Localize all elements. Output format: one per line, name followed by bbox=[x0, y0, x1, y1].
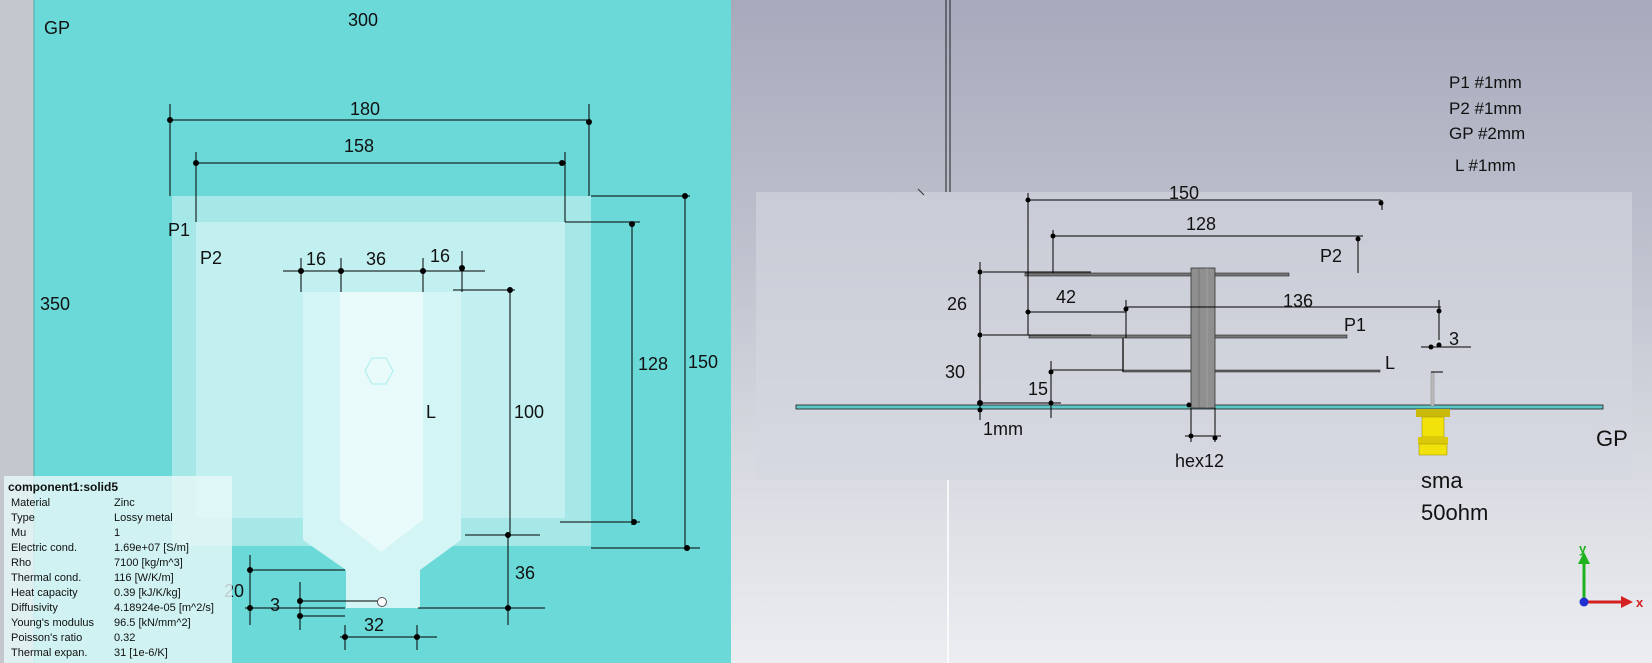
side-dim-26: 26 bbox=[947, 294, 967, 314]
axis-triad: y x bbox=[1578, 541, 1644, 610]
property-row: Rho 7100 [kg/m^3] bbox=[4, 556, 232, 571]
property-value: 1 bbox=[114, 527, 121, 539]
side-view-drawing: P1 #1mm P2 #1mm GP #2mm L #1mm P2 P1 L G… bbox=[756, 0, 1644, 663]
property-row: Young's modulus 96.5 [kN/mm^2] bbox=[4, 616, 232, 631]
note-l-thickness: L #1mm bbox=[1455, 156, 1516, 175]
property-value: 96.5 [kN/mm^2] bbox=[114, 617, 191, 629]
property-value: Zinc bbox=[114, 497, 135, 509]
dim-32: 32 bbox=[364, 615, 384, 635]
side-dim-30: 30 bbox=[945, 362, 965, 382]
property-key: Type bbox=[11, 512, 35, 524]
property-key: Rho bbox=[11, 557, 32, 569]
property-value: 4.18924e-05 [m^2/s] bbox=[114, 602, 214, 614]
note-p1-thickness: P1 #1mm bbox=[1449, 73, 1522, 92]
property-key: Poisson's ratio bbox=[11, 632, 83, 644]
p2-label: P2 bbox=[200, 248, 222, 268]
gp-label: GP bbox=[44, 18, 70, 38]
property-key: Diffusivity bbox=[11, 602, 58, 614]
top-view-pane[interactable]: GP 300 350 P1 P2 L 180 158 16 36 16 128 … bbox=[0, 0, 731, 663]
side-dim-136: 136 bbox=[1283, 291, 1313, 311]
strip-l-inner bbox=[340, 292, 423, 552]
property-value: 0.32 bbox=[114, 632, 136, 644]
side-dim-42: 42 bbox=[1056, 287, 1076, 307]
hex-post bbox=[1190, 267, 1216, 409]
dim-3: 3 bbox=[270, 595, 280, 615]
properties-panel: component1:solid5 Material Zinc Type Lossy… bbox=[4, 476, 232, 663]
p1-label: P1 bbox=[168, 220, 190, 240]
feed-hex-outline bbox=[364, 357, 394, 385]
property-key: Mu bbox=[11, 527, 27, 539]
side-dim-15: 15 bbox=[1028, 379, 1048, 399]
property-row: Thermal expan. 31 [1e-6/K] bbox=[4, 646, 232, 661]
impedance-label: 50ohm bbox=[1421, 500, 1488, 525]
property-key: Young's modulus bbox=[11, 617, 95, 629]
ground-width-label: 300 bbox=[348, 10, 378, 30]
property-value: 0.39 [kJ/K/kg] bbox=[114, 587, 181, 599]
feed-point bbox=[377, 597, 387, 607]
sma-label: sma bbox=[1421, 468, 1463, 493]
property-row: Electric cond. 1.69e+07 [S/m] bbox=[4, 541, 232, 556]
side-gp-label: GP bbox=[1596, 426, 1628, 451]
top-view-drawing: GP 300 350 P1 P2 L 180 158 16 36 16 128 … bbox=[33, 0, 731, 663]
feed-pin bbox=[1430, 371, 1435, 407]
property-key: Thermal expan. bbox=[11, 647, 88, 659]
dim-36: 36 bbox=[366, 249, 386, 269]
property-row: Material Zinc bbox=[4, 496, 232, 511]
dim-16a: 16 bbox=[306, 249, 326, 269]
property-row: Mu 1 bbox=[4, 526, 232, 541]
axis-x-label: x bbox=[1636, 595, 1644, 610]
l-label: L bbox=[426, 402, 436, 422]
dim-36-vertical: 36 bbox=[515, 563, 535, 583]
property-key: Thermal cond. bbox=[11, 572, 82, 584]
sma-connector bbox=[1416, 409, 1450, 456]
note-gp-thickness: GP #2mm bbox=[1449, 124, 1525, 143]
side-l-strip bbox=[1122, 369, 1381, 373]
axis-y-label: y bbox=[1579, 541, 1587, 556]
property-row: Poisson's ratio 0.32 bbox=[4, 631, 232, 646]
property-key: Material bbox=[11, 497, 51, 509]
property-value: 31 [1e-6/K] bbox=[114, 647, 168, 659]
ground-height-label: 350 bbox=[40, 294, 70, 314]
dim-158: 158 bbox=[344, 136, 374, 156]
side-dim-1mm: 1mm bbox=[983, 419, 1023, 439]
side-p1-label: P1 bbox=[1344, 315, 1366, 335]
dim-16b: 16 bbox=[430, 246, 450, 266]
hex-label: hex12 bbox=[1175, 451, 1224, 471]
property-row: Heat capacity 0.39 [kJ/K/kg] bbox=[4, 586, 232, 601]
side-dim-3: 3 bbox=[1449, 329, 1459, 349]
property-row: Type Lossy metal bbox=[4, 511, 232, 526]
side-p2-plate bbox=[1024, 272, 1290, 277]
dim-100: 100 bbox=[514, 402, 544, 422]
side-p1-plate bbox=[1028, 334, 1348, 339]
dim-180: 180 bbox=[350, 99, 380, 119]
note-p2-thickness: P2 #1mm bbox=[1449, 99, 1522, 118]
side-l-label: L bbox=[1385, 353, 1395, 373]
side-p2-label: P2 bbox=[1320, 246, 1342, 266]
property-row: Thermal cond. 116 [W/K/m] bbox=[4, 571, 232, 586]
property-row: Diffusivity 4.18924e-05 [m^2/s] bbox=[4, 601, 232, 616]
property-value: 116 [W/K/m] bbox=[114, 572, 174, 584]
property-key: Heat capacity bbox=[11, 587, 78, 599]
dim-150: 150 bbox=[688, 352, 718, 372]
dim-128: 128 bbox=[638, 354, 668, 374]
property-value: 1.69e+07 [S/m] bbox=[114, 542, 189, 554]
side-dim-128: 128 bbox=[1186, 214, 1216, 234]
property-key: Electric cond. bbox=[11, 542, 78, 554]
side-view-pane[interactable]: P1 #1mm P2 #1mm GP #2mm L #1mm P2 P1 L G… bbox=[731, 0, 1652, 663]
properties-title: component1:solid5 bbox=[8, 480, 119, 494]
side-dim-150: 150 bbox=[1169, 183, 1199, 203]
property-value: Lossy metal bbox=[114, 512, 173, 524]
property-value: 7100 [kg/m^3] bbox=[114, 557, 183, 569]
